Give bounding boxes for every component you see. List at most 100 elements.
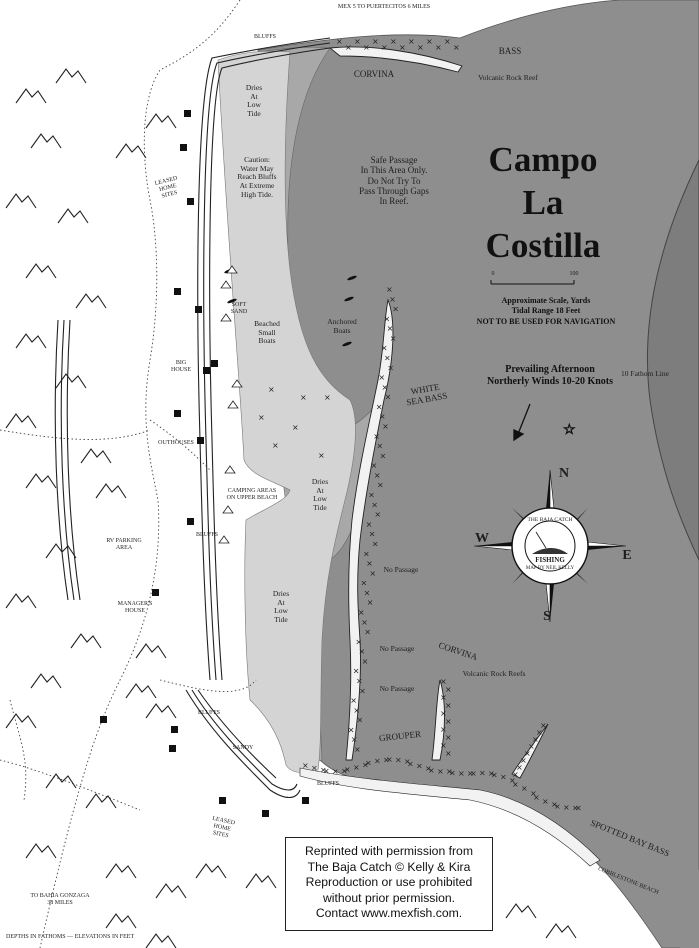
beached-boats-label: Beached Small Boats: [254, 319, 280, 346]
svg-text:×: ×: [374, 756, 381, 765]
title-line-2: La: [522, 183, 564, 222]
wind-arrow: [513, 403, 531, 442]
compass-w: W: [475, 531, 489, 546]
svg-text:×: ×: [371, 500, 378, 509]
svg-text:×: ×: [381, 43, 388, 52]
svg-text:×: ×: [344, 765, 351, 774]
svg-text:×: ×: [426, 37, 433, 46]
sandy-label: SANDY: [232, 745, 254, 751]
svg-text:×: ×: [445, 701, 452, 710]
svg-text:×: ×: [390, 334, 397, 343]
svg-text:×: ×: [379, 412, 386, 421]
svg-text:×: ×: [540, 721, 547, 730]
svg-text:×: ×: [440, 693, 447, 702]
svg-text:×: ×: [445, 717, 452, 726]
svg-text:×: ×: [386, 755, 393, 764]
south-rock-shore: [299, 767, 601, 867]
svg-text:☆: ☆: [563, 422, 576, 438]
compass-e: E: [622, 548, 632, 563]
svg-text:×: ×: [445, 733, 452, 742]
permission-notice: Reprinted with permission from The Baja …: [285, 837, 493, 931]
bluffs-bottom-label: BLUFFS: [316, 781, 339, 787]
svg-text:×: ×: [500, 773, 507, 782]
svg-text:×: ×: [302, 761, 309, 770]
dries-low-tide-top: Dries At Low Tide: [245, 83, 263, 118]
svg-text:×: ×: [351, 735, 358, 744]
anchored-boats-label: Anchored Boats: [327, 317, 357, 335]
svg-text:×: ×: [353, 667, 360, 676]
svg-text:×: ×: [509, 776, 516, 785]
svg-text:×: ×: [512, 780, 519, 789]
svg-text:×: ×: [425, 764, 432, 773]
svg-text:×: ×: [323, 767, 330, 776]
svg-text:×: ×: [374, 510, 381, 519]
svg-text:×: ×: [467, 769, 474, 778]
svg-text:×: ×: [374, 471, 381, 480]
reef-rock-markers: ××××××××××××××××××××××××××××××××××××××××…: [258, 37, 582, 813]
svg-text:×: ×: [348, 725, 355, 734]
bottom-note: DEPTHS IN FATHOMS — ELEVATIONS IN FEET: [6, 934, 135, 940]
svg-text:×: ×: [387, 363, 394, 372]
svg-text:×: ×: [378, 373, 385, 382]
compass-ring-bottom: MAP BY NEIL KELLY: [525, 566, 575, 571]
svg-text:×: ×: [530, 789, 537, 798]
corvina-top-label: CORVINA: [353, 69, 395, 79]
mountain-glyphs: [5, 68, 577, 948]
ten-fathom-line-label: 10 Fathom Line: [621, 369, 669, 378]
svg-text:×: ×: [369, 569, 376, 578]
svg-text:×: ×: [437, 767, 444, 776]
svg-text:×: ×: [381, 383, 388, 392]
svg-text:×: ×: [389, 295, 396, 304]
svg-text:×: ×: [354, 37, 361, 46]
svg-text:×: ×: [554, 802, 561, 811]
svg-text:×: ×: [368, 491, 375, 500]
svg-text:×: ×: [390, 37, 397, 46]
compass-rose: [473, 469, 627, 623]
tidal-range-note: Tidal Range 18 Feet: [511, 306, 581, 315]
svg-text:×: ×: [350, 696, 357, 705]
north-road-label: MEX 5 TO PUERTECITOS 6 MILES: [337, 4, 431, 10]
safe-passage-label: Safe Passage In This Area Only. Do Not T…: [359, 155, 429, 207]
svg-text:×: ×: [353, 706, 360, 715]
svg-text:×: ×: [385, 393, 392, 402]
svg-text:×: ×: [575, 803, 582, 812]
svg-text:×: ×: [332, 767, 339, 776]
south-reef-2: [511, 723, 549, 779]
svg-text:×: ×: [357, 716, 364, 725]
rv-parking-label: RV PARKING AREA: [106, 538, 142, 551]
svg-text:×: ×: [360, 579, 367, 588]
svg-text:×: ×: [367, 598, 374, 607]
bluff-contours: [54, 37, 331, 799]
bass-label: BASS: [498, 46, 522, 56]
wind-note: Prevailing Afternoon Northerly Winds 10-…: [470, 364, 630, 388]
camping-areas-label: CAMPING AREAS ON UPPER BEACH: [226, 488, 278, 501]
svg-text:×: ×: [404, 757, 411, 766]
compass-ring-center: FISHING: [535, 556, 565, 564]
svg-text:×: ×: [563, 803, 570, 812]
north-reef: [328, 46, 463, 73]
svg-text:×: ×: [300, 393, 307, 402]
svg-text:×: ×: [449, 768, 456, 777]
svg-text:×: ×: [320, 765, 327, 774]
svg-text:×: ×: [341, 766, 348, 775]
svg-text:×: ×: [524, 749, 531, 758]
compass-s: S: [543, 609, 551, 624]
svg-text:×: ×: [362, 657, 369, 666]
svg-text:×: ×: [440, 709, 447, 718]
svg-text:×: ×: [395, 756, 402, 765]
svg-text:×: ×: [363, 549, 370, 558]
scale-caption: Approximate Scale, Yards: [501, 296, 591, 305]
svg-text:×: ×: [366, 520, 373, 529]
svg-text:×: ×: [536, 728, 543, 737]
svg-text:×: ×: [371, 461, 378, 470]
svg-text:×: ×: [399, 43, 406, 52]
svg-text:×: ×: [428, 766, 435, 775]
compass-ring-top: THE BAJA CATCH: [527, 517, 573, 523]
bluffs-mid-label: BLUFFS: [195, 532, 218, 538]
svg-text:×: ×: [362, 761, 369, 770]
south-road-label: TO BAHIA GONZAGA 38 MILES: [30, 893, 90, 906]
svg-text:×: ×: [520, 756, 527, 765]
permission-line-2: The Baja Catch © Kelly & Kira: [307, 859, 471, 874]
outhouses-label: OUTHOUSES: [158, 440, 194, 446]
bluffs-lower-label: BLUFFS: [197, 710, 220, 716]
